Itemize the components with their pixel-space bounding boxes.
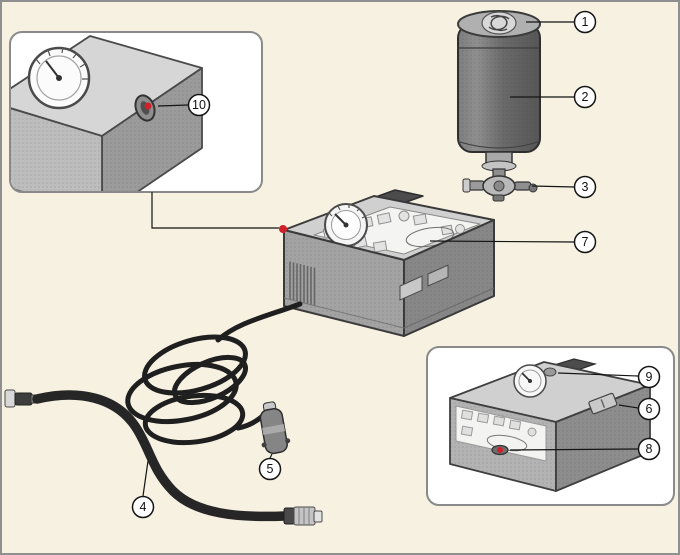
hose-threaded-fitting — [293, 506, 323, 526]
bottle-valve-fitting — [462, 168, 538, 202]
compressor-unit — [283, 189, 495, 337]
rear-side-texture — [556, 385, 650, 491]
callout-4: 4 — [131, 495, 155, 519]
compressor-marker-dot — [279, 225, 287, 233]
pressure-gauge-rear — [513, 364, 547, 398]
front-latch — [399, 275, 423, 301]
hose-collar — [283, 507, 296, 525]
callout-6-circle — [637, 397, 661, 421]
front-latch-small — [427, 264, 449, 287]
plug-band — [262, 424, 286, 435]
callout-8-circle — [637, 437, 661, 461]
leader-line-9 — [557, 372, 639, 377]
callout-4-label: 4 — [140, 500, 147, 514]
callout-10-label: 10 — [192, 98, 206, 112]
callout-3: 3 — [573, 175, 597, 199]
hose-end-connector — [14, 392, 33, 406]
sealant-bottle — [457, 10, 541, 172]
right-face-texture — [404, 220, 494, 336]
leader-line-5 — [269, 453, 273, 459]
callout-5-circle — [258, 457, 282, 481]
hose-tube — [32, 390, 290, 522]
leader-line-6 — [618, 404, 639, 409]
callout-5: 5 — [258, 457, 282, 481]
leader-line-4 — [142, 460, 149, 497]
callout-5-label: 5 — [267, 462, 274, 476]
callout-1-circle — [573, 10, 597, 34]
power-cord — [125, 301, 303, 446]
inset-connector-view: 10 — [9, 31, 263, 193]
label-rear-icons — [460, 409, 537, 452]
pressure-gauge — [324, 203, 368, 247]
callout-3-label: 3 — [582, 180, 589, 194]
front-face-texture — [11, 102, 102, 191]
callout-10: 10 — [187, 93, 211, 117]
callout-3-circle — [573, 175, 597, 199]
side-seam — [403, 287, 495, 329]
front-seam — [283, 297, 405, 329]
bottle-bottom-seam — [459, 141, 539, 149]
callout-1-label: 1 — [582, 15, 589, 29]
callout-9: 9 — [637, 365, 661, 389]
bottle-seat-socket — [543, 367, 557, 377]
inset-rear-art — [449, 358, 651, 492]
callout-9-label: 9 — [646, 370, 653, 384]
callout-7-label: 7 — [582, 235, 589, 249]
gauge-ticks — [328, 204, 367, 219]
gauge-needle — [334, 213, 347, 226]
front-face-texture — [284, 230, 404, 336]
bottle-texture — [458, 24, 540, 152]
air-hose — [4, 389, 323, 526]
leader-line-3 — [531, 185, 575, 188]
leader-line-8 — [509, 448, 639, 451]
hose-connector-socket — [134, 94, 156, 122]
leader-line-10 — [157, 104, 189, 107]
pressure-gauge-closeup — [27, 46, 91, 110]
callout-6-label: 6 — [646, 402, 653, 416]
callout-8-label: 8 — [646, 442, 653, 456]
power-plug — [259, 401, 291, 455]
callout-6: 6 — [637, 397, 661, 421]
cap-sticker — [481, 11, 517, 35]
callout-4-circle — [131, 495, 155, 519]
callout-10-circle — [187, 93, 211, 117]
callout-7: 7 — [573, 230, 597, 254]
inset-reference-line — [151, 192, 279, 229]
callout-2-label: 2 — [582, 90, 589, 104]
hose-end-valve — [4, 389, 16, 408]
socket-marker-dot — [497, 447, 503, 453]
connector-marker-dot — [144, 102, 152, 110]
callout-2: 2 — [573, 85, 597, 109]
callout-1: 1 — [573, 10, 597, 34]
leader-line-7 — [429, 240, 575, 243]
gauge-needle — [45, 60, 60, 79]
power-switch — [588, 392, 618, 415]
inset-rear-view: 9 6 8 — [426, 346, 675, 506]
vent-slits — [289, 261, 316, 306]
callout-8: 8 — [637, 437, 661, 461]
callout-2-circle — [573, 85, 597, 109]
callout-9-circle — [637, 365, 661, 389]
callout-7-circle — [573, 230, 597, 254]
gauge-ticks — [35, 46, 88, 80]
